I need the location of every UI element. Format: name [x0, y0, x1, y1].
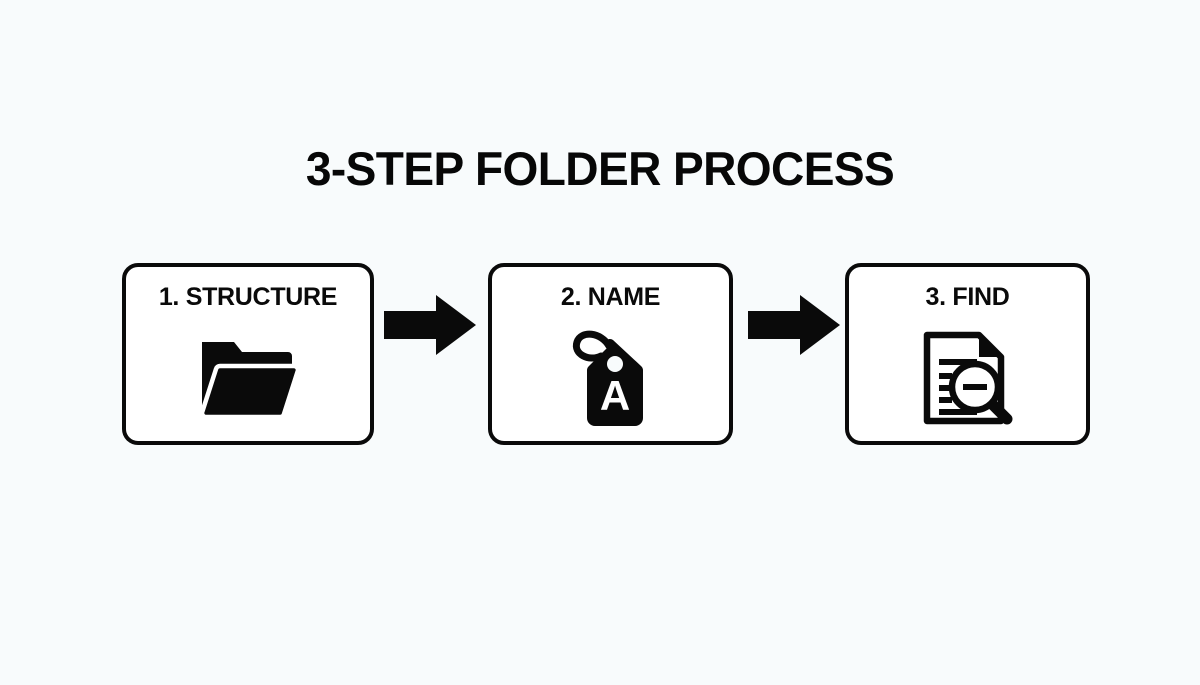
step-card-label: 2. NAME [560, 283, 661, 311]
flow-connector-2 [748, 295, 840, 355]
step-card-name[interactable]: 2. NAME A [488, 263, 733, 445]
arrow-right-icon [748, 295, 840, 355]
step-icon-slot [126, 323, 370, 433]
step-card-label: 1. STRUCTURE [158, 283, 338, 311]
process-flow-row: 1. STRUCTURE 2. NAME [0, 263, 1200, 448]
step-icon-slot [849, 323, 1086, 433]
step-card-label: 3. FIND [925, 283, 1010, 311]
step-card-structure[interactable]: 1. STRUCTURE [122, 263, 374, 445]
step-card-find[interactable]: 3. FIND [845, 263, 1090, 445]
page-title: 3-STEP FOLDER PROCESS [305, 142, 895, 195]
tag-letter: A [599, 372, 629, 419]
arrow-right-icon [384, 295, 476, 355]
document-search-icon [923, 331, 1012, 425]
open-folder-icon [199, 342, 300, 420]
flow-connector-1 [384, 295, 476, 355]
step-icon-slot: A [492, 323, 729, 433]
tag-label-a-icon: A [572, 330, 643, 426]
